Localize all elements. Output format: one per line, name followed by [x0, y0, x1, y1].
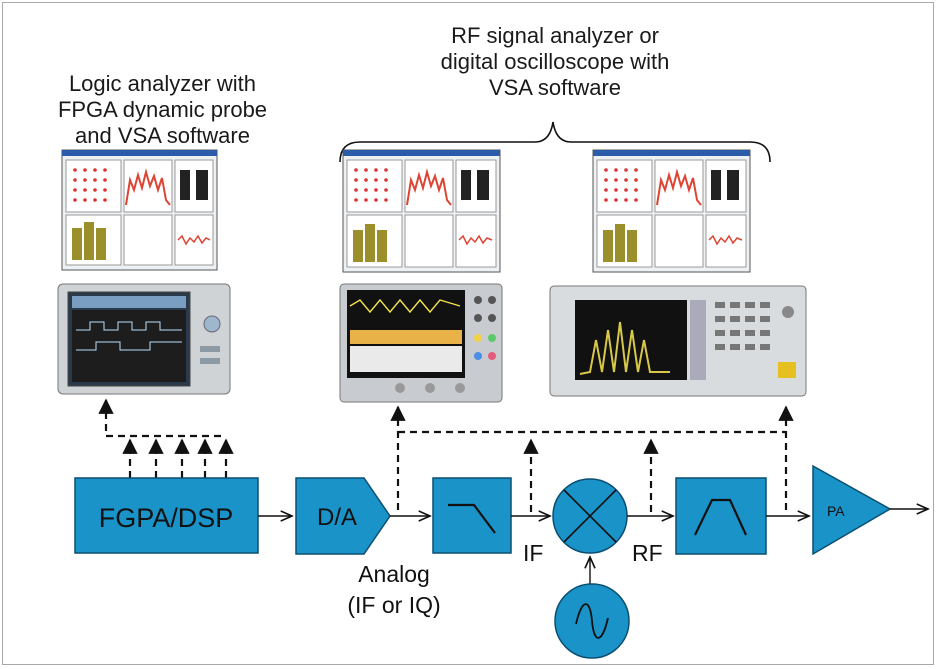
- dac-block: [295, 477, 391, 555]
- caption-line: VSA software: [488, 75, 622, 100]
- analog-sub-label: (IF or IQ): [347, 592, 440, 618]
- fpga-dsp-label: FGPA/DSP: [99, 503, 234, 533]
- oscillator-sine-icon: [575, 603, 609, 639]
- pa-label: PA: [827, 503, 845, 519]
- rf-group-caption: RF signal analyzer or digital oscillosco…: [405, 25, 705, 99]
- vsa-software-screenshot-3: [592, 149, 751, 273]
- group-brace: [339, 121, 771, 163]
- logic-analyzer-caption: Logic analyzer with FPGA dynamic probe a…: [20, 73, 305, 147]
- logic-probe-lines: [98, 398, 234, 478]
- rf-signal-analyzer-instrument: [549, 285, 807, 397]
- local-oscillator-block: [554, 583, 630, 659]
- rf-probe-lines: [390, 405, 794, 512]
- rf-label: RF: [632, 540, 663, 566]
- lowpass-filter-block: [432, 477, 512, 554]
- caption-line: digital oscilloscope with: [440, 49, 670, 74]
- oscilloscope-instrument: [339, 283, 503, 403]
- caption-line: Logic analyzer with: [68, 71, 257, 96]
- power-amplifier-block: [812, 464, 892, 556]
- caption-line: FPGA dynamic probe: [57, 97, 268, 122]
- caption-line: RF signal analyzer or: [451, 23, 659, 48]
- dac-label: D/A: [317, 504, 357, 531]
- vsa-software-screenshot-1: [61, 149, 218, 271]
- caption-line: and VSA software: [75, 123, 250, 148]
- mixer-icon: [563, 489, 617, 543]
- mixer-block: [552, 478, 628, 554]
- if-label: IF: [523, 540, 543, 566]
- bandpass-filter-block: [675, 477, 767, 555]
- logic-analyzer-instrument: [57, 283, 231, 395]
- analog-label: Analog: [358, 561, 430, 587]
- vsa-software-screenshot-2: [342, 149, 501, 273]
- lowpass-filter-icon: [448, 503, 496, 534]
- bandpass-filter-icon: [694, 498, 748, 536]
